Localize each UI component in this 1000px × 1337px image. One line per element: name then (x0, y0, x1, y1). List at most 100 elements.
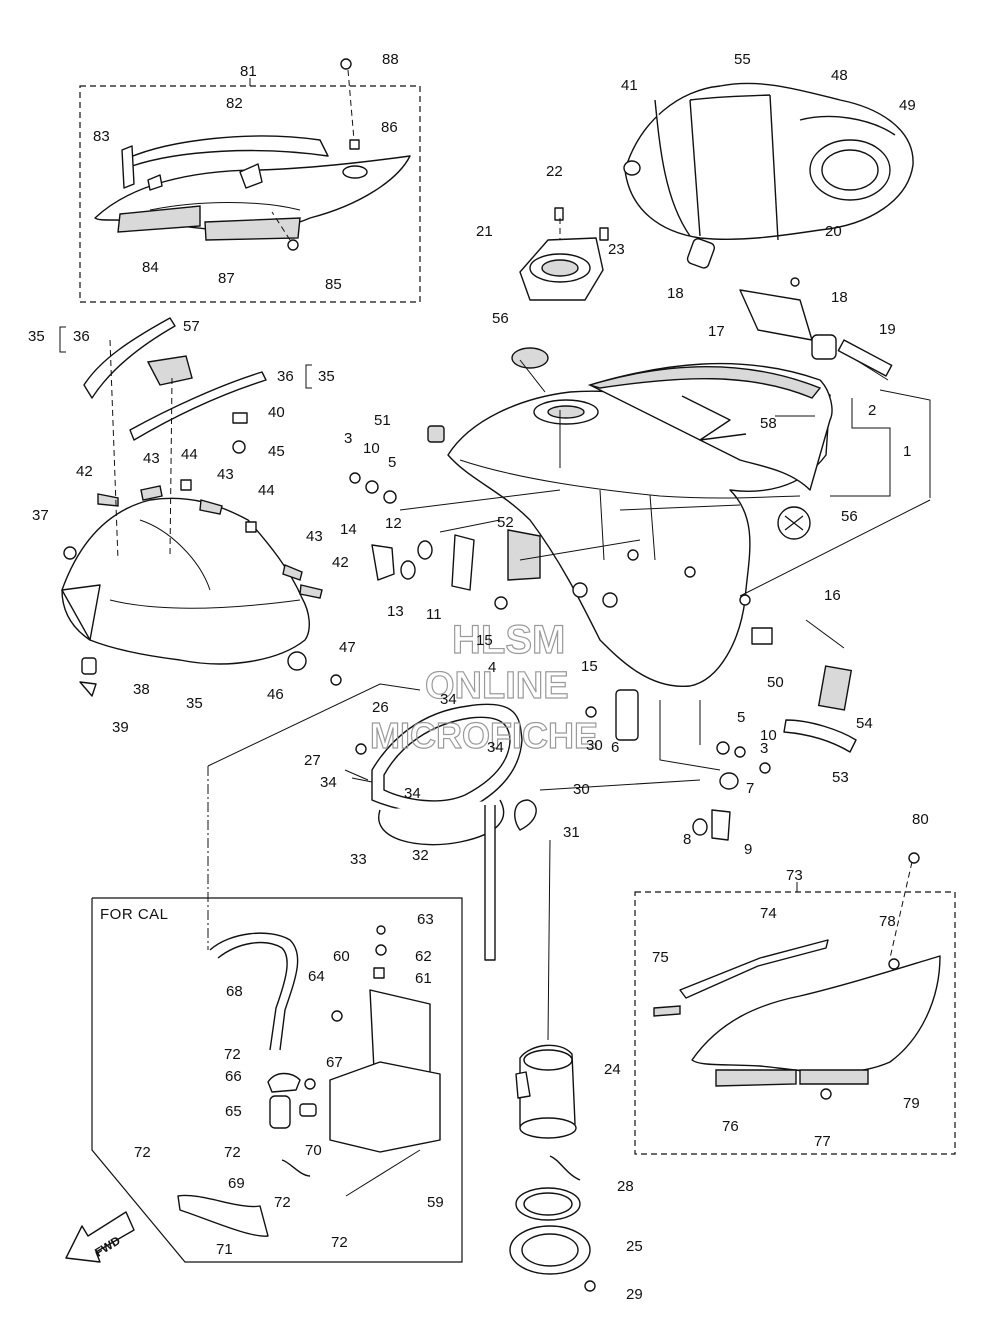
callout-c76: 76 (722, 1118, 739, 1135)
callout-c71: 71 (216, 1241, 233, 1258)
callout-c43b: 43 (217, 466, 234, 483)
watermark-line-2: ONLINE (425, 665, 569, 707)
callout-c55: 55 (734, 51, 751, 68)
callout-c30a: 30 (586, 737, 603, 754)
callout-c10b: 10 (760, 727, 777, 744)
callout-c43c: 43 (306, 528, 323, 545)
watermark-line-1: HLSM (452, 618, 565, 662)
callout-c40: 40 (268, 404, 285, 421)
watermark: HLSM ONLINE MICROFICHE (369, 617, 598, 756)
callout-c15a: 15 (476, 632, 493, 649)
callout-c37: 37 (32, 507, 49, 524)
tube-frame-32-33 (344, 703, 537, 961)
reference-lines (207, 359, 931, 791)
callout-c80: 80 (912, 811, 929, 828)
callout-c13: 13 (387, 603, 404, 620)
fuel-pump-24-assembly (509, 839, 596, 1292)
callout-c58: 58 (760, 415, 777, 432)
callout-c42a: 42 (76, 463, 93, 480)
callout-c20: 20 (825, 223, 842, 240)
watermark-line-3: MICROFICHE (370, 715, 598, 756)
callout-c49: 49 (899, 97, 916, 114)
side-cover-73-assembly (653, 852, 941, 1100)
callout-c12: 12 (385, 515, 402, 532)
callout-c88: 88 (382, 51, 399, 68)
for-cal-label: FOR CAL (100, 906, 169, 923)
callout-c52: 52 (497, 514, 514, 531)
callout-c50: 50 (767, 674, 784, 691)
callout-c63: 63 (417, 911, 434, 928)
callout-c36a: 36 (73, 328, 90, 345)
callout-c53: 53 (832, 769, 849, 786)
box-73-side-cover-group (634, 882, 956, 1155)
callout-c67: 67 (326, 1054, 343, 1071)
callout-c27: 27 (304, 752, 321, 769)
callout-c78: 78 (879, 913, 896, 930)
callout-c82: 82 (226, 95, 243, 112)
callout-c68: 68 (226, 983, 243, 1000)
callout-c66: 66 (225, 1068, 242, 1085)
callout-c72b: 72 (224, 1144, 241, 1161)
callout-c72a: 72 (224, 1046, 241, 1063)
callout-c5b: 5 (737, 709, 745, 726)
callout-c21: 21 (476, 223, 493, 240)
callout-c6: 6 (611, 739, 619, 756)
box-81-side-cover-group (79, 78, 421, 303)
callout-c25: 25 (626, 1238, 643, 1255)
callout-c5a: 5 (388, 454, 396, 471)
callout-c69: 69 (228, 1175, 245, 1192)
callout-c54: 54 (856, 715, 873, 732)
fuel-tank-1 (447, 362, 833, 687)
side-cover-81-assembly (94, 58, 411, 251)
callout-c19: 19 (879, 321, 896, 338)
callout-c47: 47 (339, 639, 356, 656)
callout-c51: 51 (374, 412, 391, 429)
callout-c9: 9 (744, 841, 752, 858)
callout-c70: 70 (305, 1142, 322, 1159)
callout-c43a: 43 (143, 450, 160, 467)
callout-c22: 22 (546, 163, 563, 180)
callout-c87: 87 (218, 270, 235, 287)
callout-c46: 46 (267, 686, 284, 703)
callout-c75: 75 (652, 949, 669, 966)
callout-c72c: 72 (134, 1144, 151, 1161)
callout-c33: 33 (350, 851, 367, 868)
callout-c44b: 44 (258, 482, 275, 499)
callout-c48: 48 (831, 67, 848, 84)
callout-c31: 31 (563, 824, 580, 841)
callout-c24: 24 (604, 1061, 621, 1078)
callout-c34b: 34 (487, 739, 504, 756)
callout-c3a: 3 (344, 430, 352, 447)
callout-c2: 2 (868, 402, 876, 419)
callout-c34d: 34 (404, 785, 421, 802)
callout-c81: 81 (240, 63, 257, 80)
callout-c83: 83 (93, 128, 110, 145)
callout-c18b: 18 (831, 289, 848, 306)
callout-c45: 45 (268, 443, 285, 460)
callout-c35a: 35 (28, 328, 45, 345)
callout-c77: 77 (814, 1133, 831, 1150)
callout-c73: 73 (786, 867, 803, 884)
cowl-35-assembly (61, 317, 342, 697)
callout-c28: 28 (617, 1178, 634, 1195)
callout-c7: 7 (746, 780, 754, 797)
callout-c32: 32 (412, 847, 429, 864)
canister-for-cal-assembly (177, 766, 441, 1237)
callout-c72e: 72 (331, 1234, 348, 1251)
fuel-cap-21 (519, 207, 609, 301)
callout-c35b: 35 (318, 368, 335, 385)
callout-c74: 74 (760, 905, 777, 922)
callout-c3b: 3 (760, 740, 768, 757)
callout-bracket (59, 326, 66, 353)
callout-c34a: 34 (440, 691, 457, 708)
callout-c23: 23 (608, 241, 625, 258)
tank-cover-55-assembly (623, 82, 914, 241)
callout-c41: 41 (621, 77, 638, 94)
callout-c38: 38 (133, 681, 150, 698)
callout-c11: 11 (426, 606, 442, 623)
callout-c29: 29 (626, 1286, 643, 1303)
box-for-cal: FOR CAL (91, 897, 463, 1263)
callout-c42b: 42 (332, 554, 349, 571)
callout-c26: 26 (372, 699, 389, 716)
